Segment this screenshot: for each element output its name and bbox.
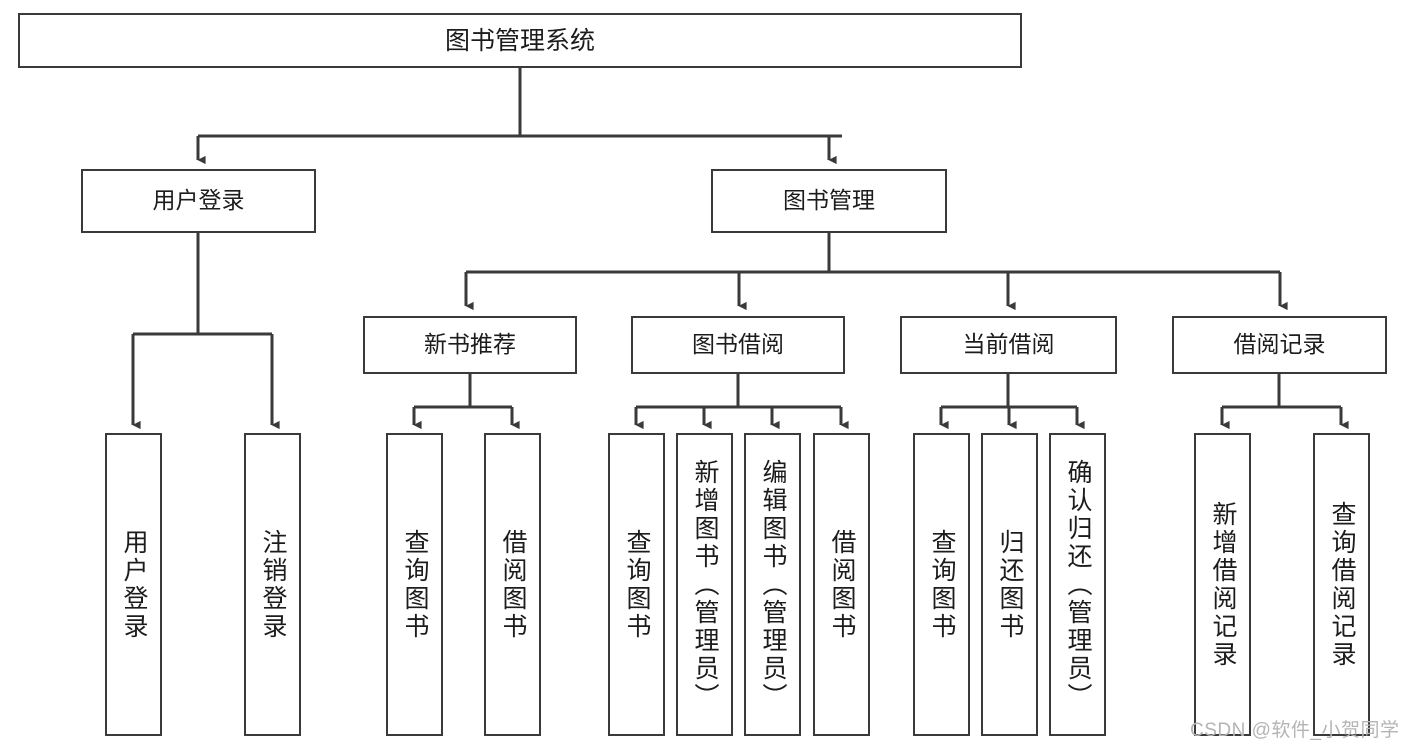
node-label: 新增借阅记录	[1209, 500, 1237, 669]
node-book-management-system[interactable]: 图书管理系统	[18, 13, 1022, 68]
node-label: 图书借阅	[692, 331, 784, 358]
leaf-confirm-return-admin[interactable]: 确认归还（管理员）	[1049, 433, 1106, 736]
leaf-return-book[interactable]: 归还图书	[981, 433, 1038, 736]
node-label: 新增图书（管理员）	[691, 458, 719, 711]
leaf-query-borrow-record[interactable]: 查询借阅记录	[1313, 433, 1370, 736]
leaf-query-book-recommend[interactable]: 查询图书	[386, 433, 443, 736]
node-label: 查询图书	[928, 528, 956, 641]
leaf-logout[interactable]: 注销登录	[244, 433, 301, 736]
node-label: 借阅图书	[828, 528, 856, 641]
node-label: 用户登录	[152, 187, 245, 214]
node-label: 借阅图书	[499, 528, 527, 641]
node-book-borrow[interactable]: 图书借阅	[631, 316, 845, 374]
leaf-add-book-admin[interactable]: 新增图书（管理员）	[676, 433, 733, 736]
csdn-watermark: CSDN @软件_小贺同学	[1190, 720, 1400, 741]
node-book-management[interactable]: 图书管理	[711, 169, 947, 233]
leaf-borrow-book-recommend[interactable]: 借阅图书	[484, 433, 541, 736]
leaf-add-borrow-record[interactable]: 新增借阅记录	[1194, 433, 1251, 736]
leaf-edit-book-admin[interactable]: 编辑图书（管理员）	[744, 433, 801, 736]
leaf-query-book-borrow[interactable]: 查询图书	[608, 433, 665, 736]
node-label: 新书推荐	[424, 331, 516, 358]
node-label: 查询图书	[623, 528, 651, 641]
node-label: 归还图书	[996, 528, 1024, 641]
node-current-borrow[interactable]: 当前借阅	[900, 316, 1117, 374]
node-label: 当前借阅	[962, 331, 1055, 358]
node-label: 确认归还（管理员）	[1064, 458, 1092, 711]
leaf-borrow-book[interactable]: 借阅图书	[813, 433, 870, 736]
node-label: 编辑图书（管理员）	[759, 458, 787, 711]
node-new-book-recommend[interactable]: 新书推荐	[363, 316, 577, 374]
node-label: 注销登录	[259, 528, 287, 641]
leaf-user-login[interactable]: 用户登录	[105, 433, 162, 736]
node-label: 图书管理	[783, 187, 875, 214]
node-label: 查询借阅记录	[1328, 500, 1356, 669]
node-label: 图书管理系统	[444, 26, 595, 55]
node-label: 借阅记录	[1233, 331, 1326, 358]
node-user-login[interactable]: 用户登录	[81, 169, 316, 233]
node-label: 用户登录	[120, 528, 148, 641]
node-label: 查询图书	[401, 528, 429, 641]
leaf-query-book-current[interactable]: 查询图书	[913, 433, 970, 736]
node-borrow-record[interactable]: 借阅记录	[1172, 316, 1387, 374]
